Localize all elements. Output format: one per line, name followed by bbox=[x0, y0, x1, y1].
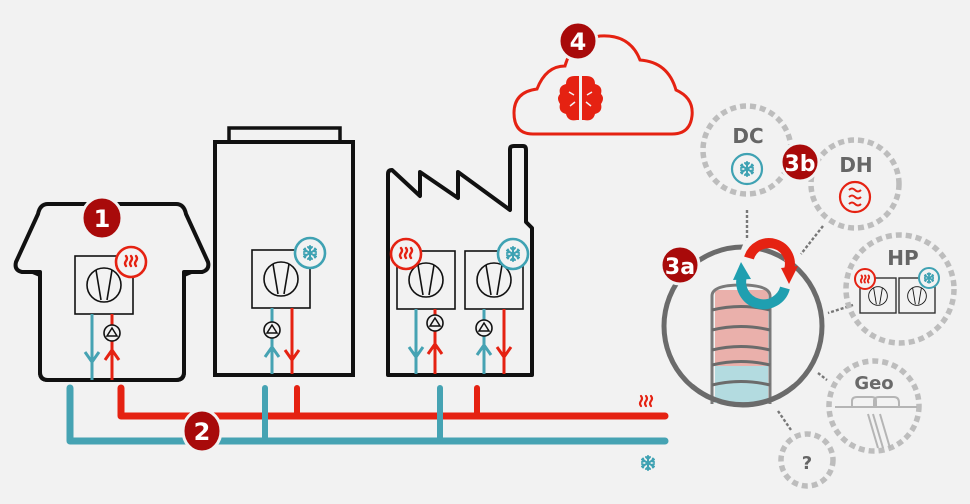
svg-text:DC: DC bbox=[732, 124, 763, 148]
snowflake-icon bbox=[641, 455, 655, 471]
source-dh: DH bbox=[808, 137, 902, 231]
cold-pipe bbox=[66, 384, 669, 445]
source-unknown: ? bbox=[778, 431, 836, 489]
badge-network: 2 bbox=[181, 408, 223, 454]
pump-icon bbox=[103, 324, 121, 342]
snowflake-icon bbox=[740, 161, 754, 177]
svg-text:3b: 3b bbox=[784, 152, 815, 177]
connector-lines bbox=[745, 210, 854, 431]
building-factory bbox=[386, 144, 534, 377]
svg-text:4: 4 bbox=[570, 28, 587, 56]
svg-text:1: 1 bbox=[94, 205, 111, 233]
geothermal-icon bbox=[835, 396, 917, 449]
svg-text:3a: 3a bbox=[665, 255, 695, 280]
compressor-icon bbox=[868, 286, 888, 306]
svg-text:2: 2 bbox=[194, 418, 211, 446]
building-house: 1 bbox=[13, 195, 211, 382]
badge-storage: 3a bbox=[659, 244, 701, 286]
heat-waves-icon bbox=[848, 187, 862, 207]
source-geo: Geo bbox=[826, 358, 922, 454]
building-office-tower bbox=[213, 126, 355, 377]
svg-text:HP: HP bbox=[887, 246, 918, 270]
district-network: 2 bbox=[66, 384, 669, 471]
cloud-icon: 4 bbox=[512, 20, 694, 136]
badge-house: 1 bbox=[80, 195, 124, 241]
cycle-arrows-icon bbox=[733, 229, 799, 310]
source-hp: HP bbox=[843, 232, 957, 346]
compressor-icon bbox=[907, 286, 927, 306]
badge-cloud: 4 bbox=[557, 20, 599, 62]
heat-waves-icon bbox=[638, 394, 654, 408]
source-dc: DC bbox=[700, 103, 794, 197]
badge-sources: 3b bbox=[779, 141, 821, 183]
svg-text:?: ? bbox=[802, 453, 812, 474]
storage-hub: 3a bbox=[659, 229, 825, 408]
svg-text:Geo: Geo bbox=[854, 373, 893, 394]
svg-text:DH: DH bbox=[839, 153, 872, 177]
pump-icon bbox=[475, 319, 493, 337]
pump-icon bbox=[263, 321, 281, 339]
hot-pipe bbox=[117, 384, 669, 420]
brain-icon bbox=[558, 76, 603, 121]
storage-tank-icon bbox=[710, 283, 772, 404]
pump-icon bbox=[426, 314, 444, 332]
